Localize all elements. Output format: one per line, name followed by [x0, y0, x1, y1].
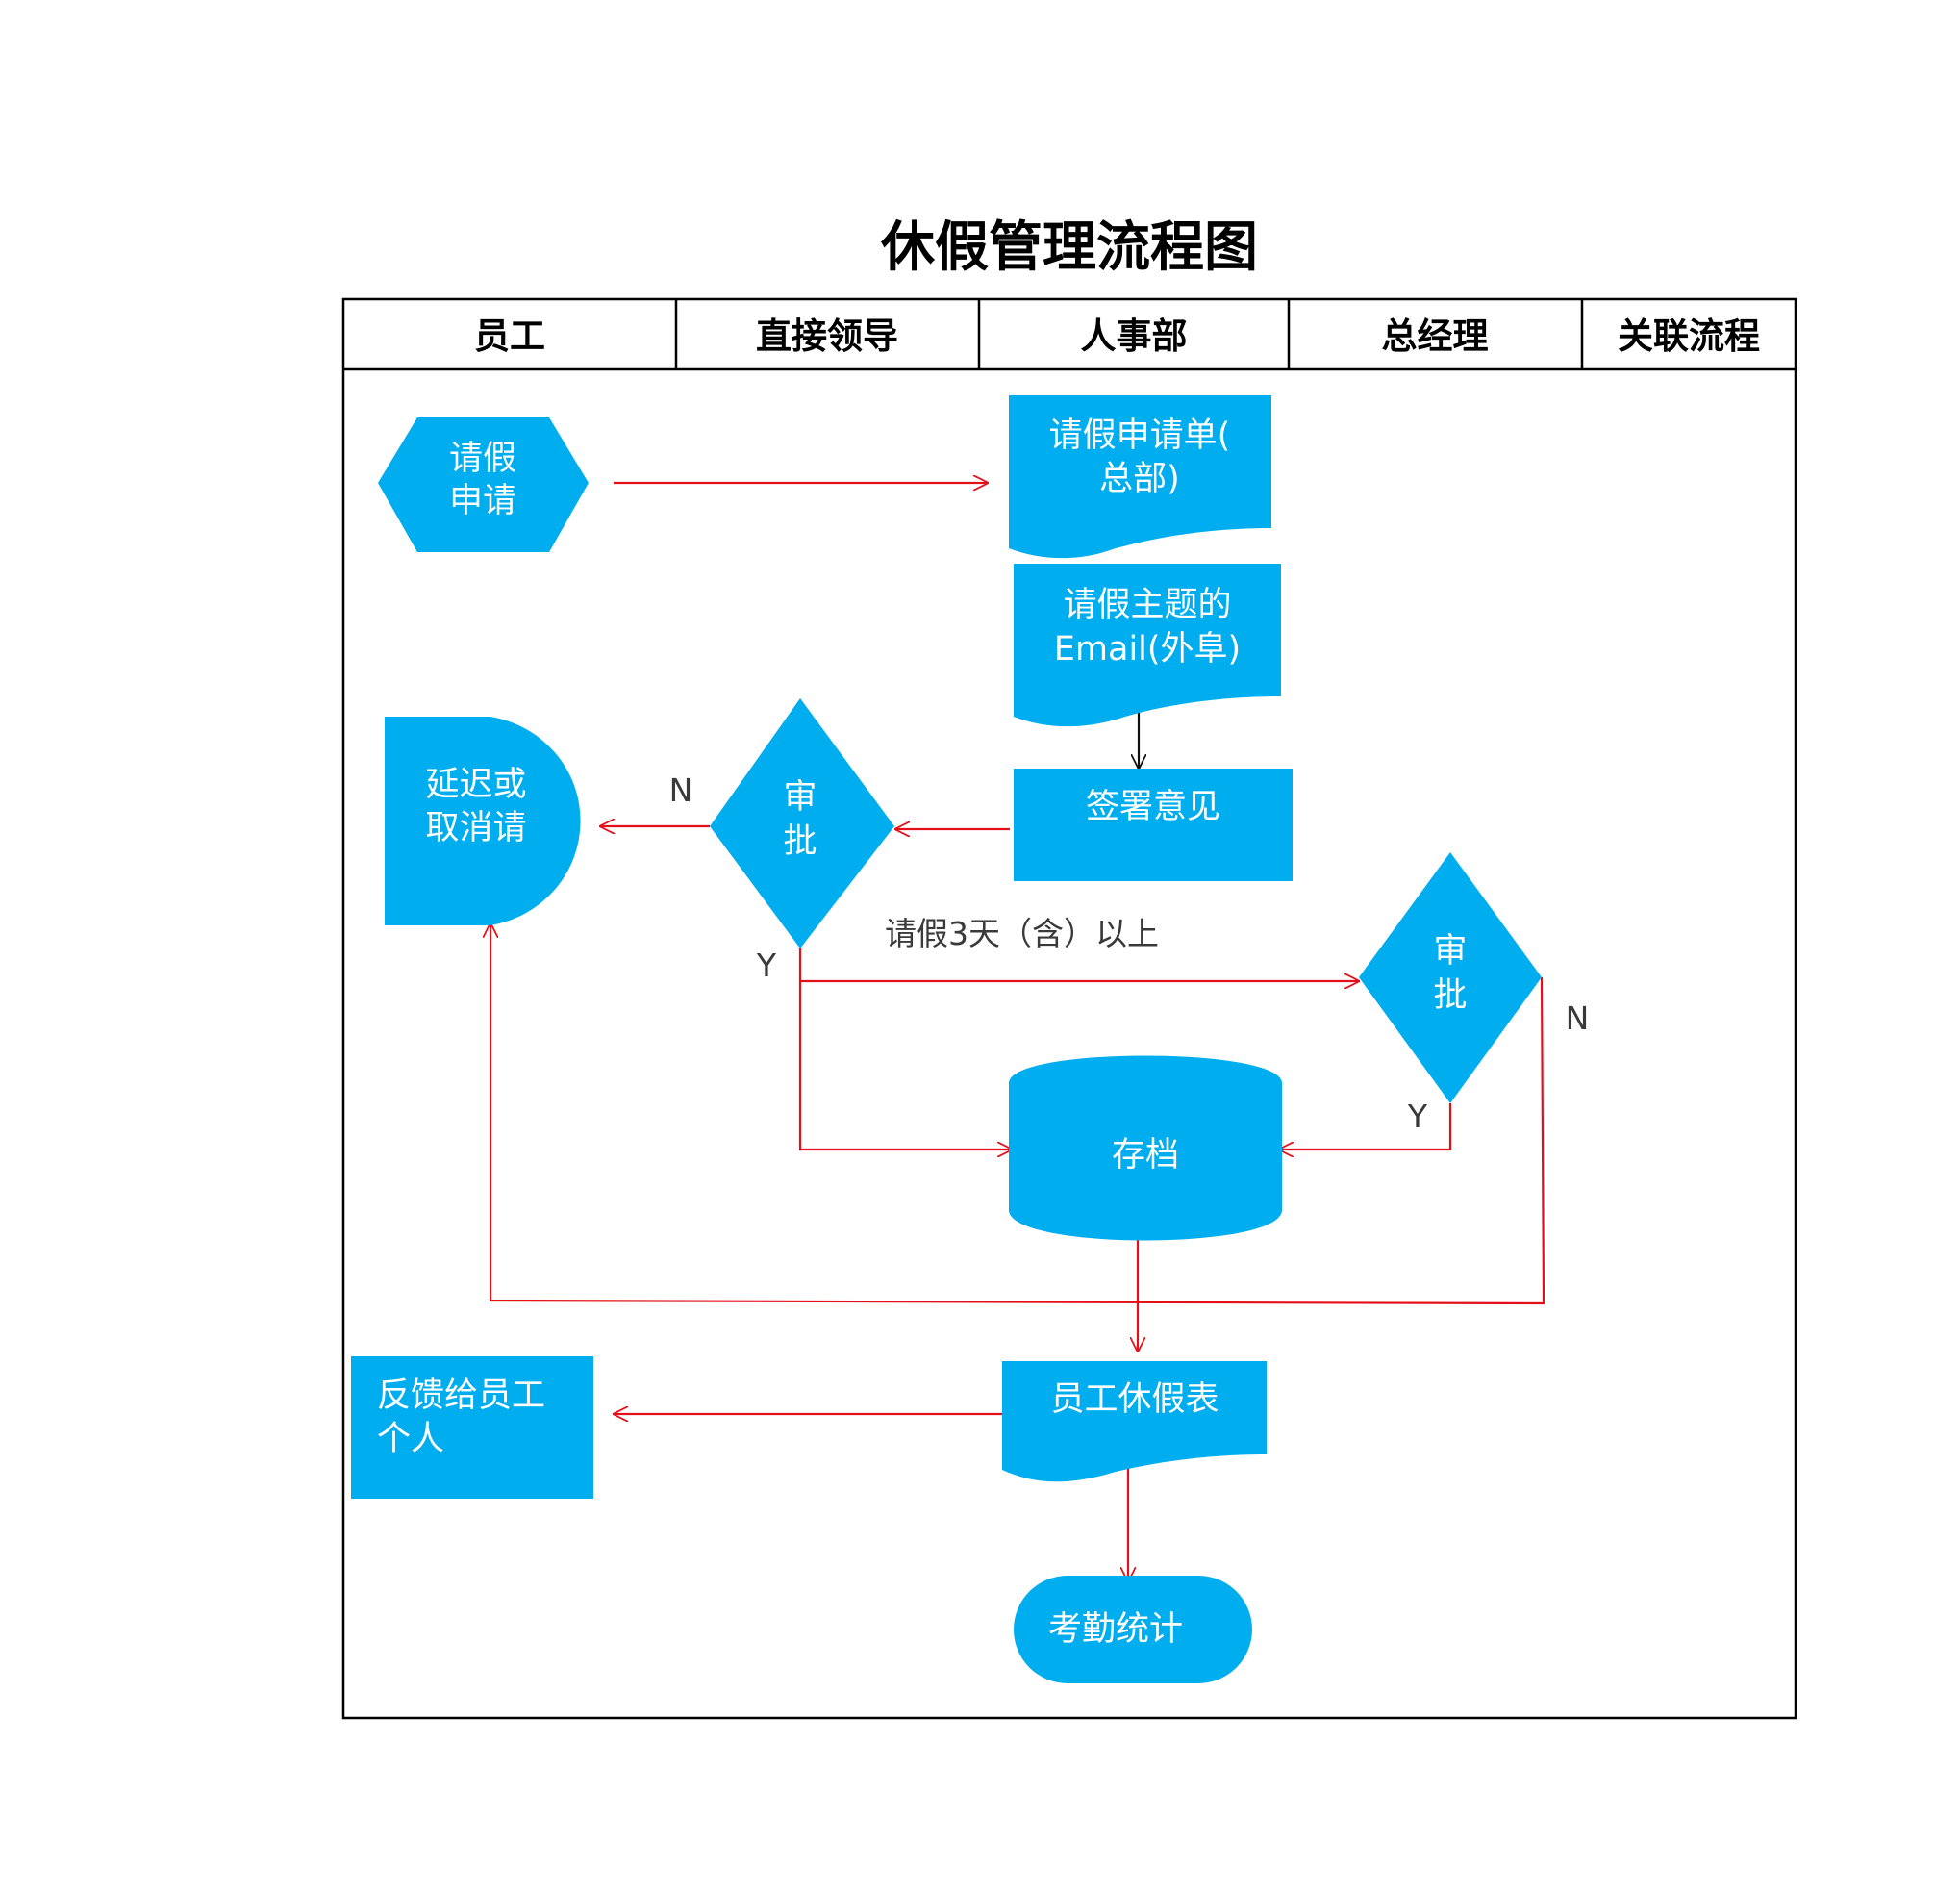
label-n1: N [669, 771, 693, 809]
diagram-title: 休假管理流程图 [880, 216, 1258, 279]
arrow-approve1-to-approve2 [798, 948, 1359, 981]
label-condition: 请假3天（含）以上 [885, 915, 1159, 952]
approve2-label-1: 审 [1433, 932, 1467, 971]
lane-header-related-process: 关联流程 [1618, 316, 1760, 357]
email-label-1: 请假主题的 [1063, 586, 1231, 624]
leave-form-node: 请假申请单( 总部) [1009, 395, 1271, 559]
sign-opinion-node: 签署意见 [1014, 769, 1293, 881]
leave-form-label-1: 请假申请单( [1049, 417, 1231, 455]
lane-header-hr: 人事部 [1081, 316, 1188, 357]
approve1-label-2: 批 [783, 822, 817, 861]
leave-request-node: 请假 申请 [378, 417, 589, 552]
lane-header-employee: 员工 [474, 316, 545, 357]
label-y1: Y [756, 947, 777, 984]
lane-header-direct-leader: 直接领导 [756, 316, 898, 357]
swimlane-frame [341, 297, 1797, 1720]
leave-table-node: 员工休假表 [1002, 1361, 1267, 1482]
label-y2: Y [1407, 1098, 1428, 1135]
delay-cancel-label-1: 延迟或 [425, 766, 526, 804]
attendance-label: 考勤统计 [1048, 1610, 1183, 1649]
feedback-node: 反馈给员工 个人 [351, 1356, 593, 1499]
feedback-label-1: 反馈给员工 [377, 1377, 545, 1415]
approve2-label-2: 批 [1433, 976, 1467, 1015]
leave-request-label-2: 申请 [449, 482, 516, 520]
arrow-approve2-to-archive [1279, 1103, 1452, 1150]
attendance-node: 考勤统计 [1014, 1576, 1252, 1683]
archive-label: 存档 [1112, 1136, 1179, 1175]
leave-request-label-1: 请假 [449, 440, 516, 478]
leave-table-label: 员工休假表 [1050, 1380, 1219, 1419]
approve1-label-1: 审 [783, 778, 817, 817]
approve2-decision: 审 批 [1359, 852, 1542, 1103]
label-n2: N [1566, 999, 1590, 1037]
leave-form-label-2: 总部) [1099, 460, 1180, 498]
arrow-approve1-to-archive [798, 981, 1012, 1150]
approve1-decision: 审 批 [710, 698, 894, 948]
delay-cancel-label-2: 取消请 [425, 809, 526, 847]
feedback-label-2: 个人 [377, 1420, 444, 1458]
email-label-2: Email(外阜) [1054, 630, 1241, 669]
arrow-approve2-to-delay [490, 923, 1545, 1305]
delay-cancel-node: 延迟或 取消请 [385, 717, 581, 925]
lane-header-general-manager: 总经理 [1382, 316, 1489, 357]
email-node: 请假主题的 Email(外阜) [1014, 564, 1281, 727]
archive-node: 存档 [1009, 1055, 1282, 1241]
sign-opinion-label: 签署意见 [1086, 788, 1220, 826]
